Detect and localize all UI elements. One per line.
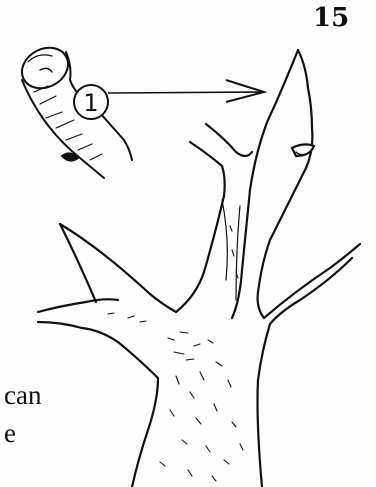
page-number: 15 [313, 5, 349, 31]
pointer-arrow [108, 80, 264, 102]
branch-stub-detail [15, 40, 132, 178]
body-text-line-2: e [4, 420, 16, 447]
bark-texture [108, 226, 243, 481]
marker-label: 1 [83, 89, 98, 117]
body-text-line-1: can [4, 382, 41, 409]
marker-1: 1 [74, 85, 108, 119]
